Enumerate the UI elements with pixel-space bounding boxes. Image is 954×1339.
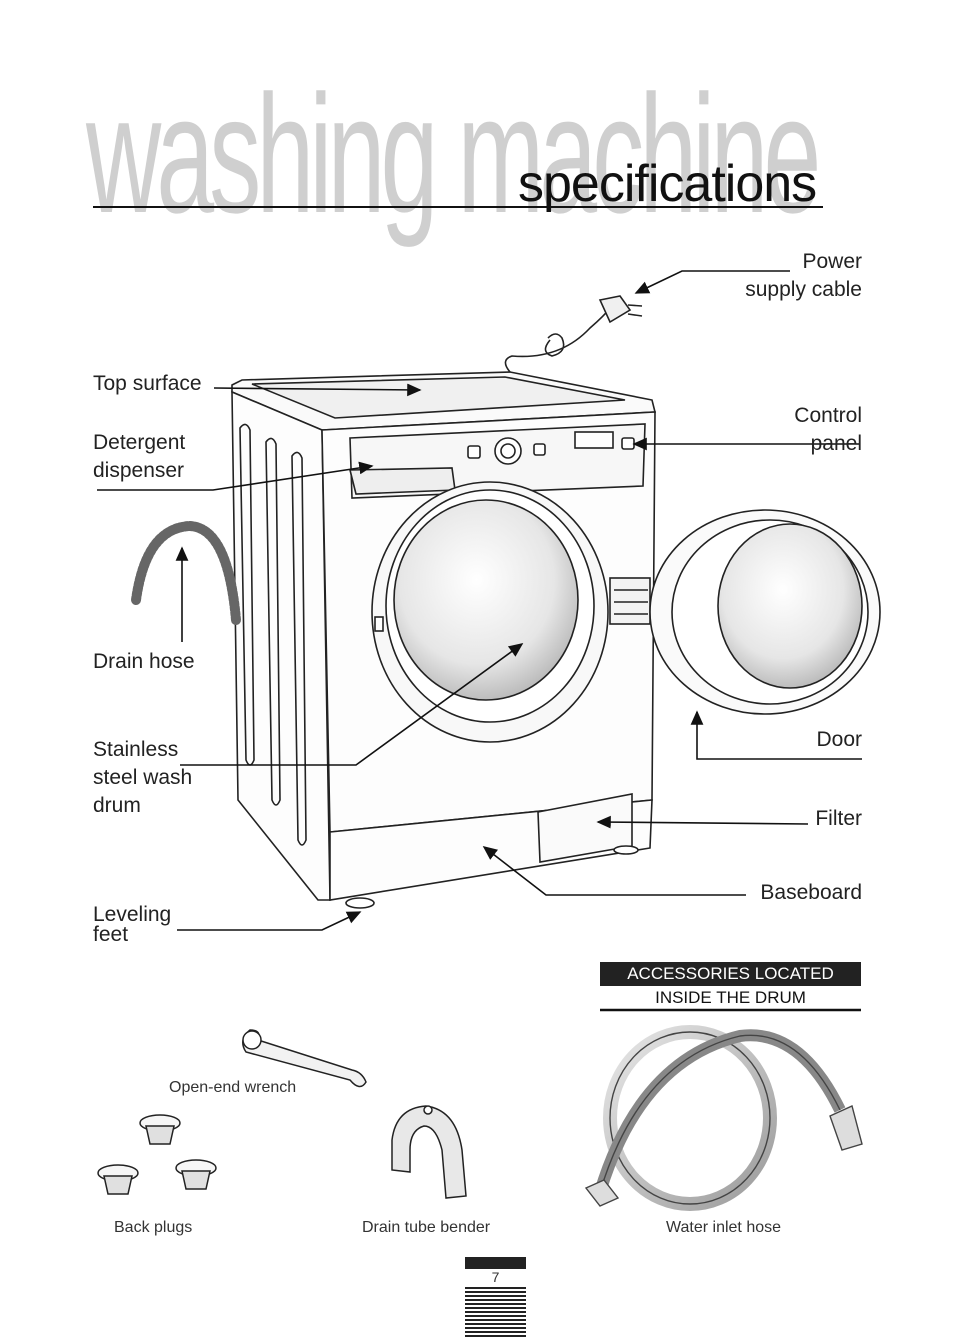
label-door: Door — [816, 728, 862, 751]
page-title: specifications — [518, 155, 817, 213]
power-cable — [504, 295, 643, 373]
label-detergent-dispenser: Detergent dispenser — [93, 431, 186, 482]
label-drain-hose: Drain hose — [93, 650, 195, 673]
label-wash-drum: Stainless steel wash drum — [93, 738, 193, 817]
open-end-wrench-drawing — [242, 1029, 367, 1088]
water-inlet-hose-drawing — [584, 1025, 863, 1211]
page-number: 7 — [491, 1269, 500, 1285]
label-leveling-feet: Leveling feet — [93, 903, 172, 946]
label-control-panel: Control panel — [794, 404, 862, 455]
page-stripes — [465, 1287, 526, 1339]
drain-tube-bender-drawing — [391, 1105, 467, 1199]
caption-back-plugs: Back plugs — [114, 1219, 193, 1236]
accessories-subheading: INSIDE THE DRUM — [655, 988, 806, 1007]
title-rule — [93, 206, 823, 208]
label-power-supply-cable: Power supply cable — [745, 250, 862, 301]
label-filter: Filter — [815, 807, 862, 830]
label-baseboard: Baseboard — [760, 881, 862, 904]
label-top-surface: Top surface — [93, 372, 202, 395]
caption-open-end-wrench: Open-end wrench — [169, 1079, 297, 1096]
title-background-word: washing machine — [86, 60, 821, 248]
page-number-bar — [465, 1257, 526, 1269]
accessories-heading: ACCESSORIES LOCATED — [600, 962, 861, 986]
back-plugs-drawing — [97, 1114, 217, 1195]
caption-drain-tube-bender: Drain tube bender — [362, 1219, 491, 1236]
drain-hose — [131, 520, 241, 625]
callout-lines — [97, 270, 862, 931]
caption-water-inlet-hose: Water inlet hose — [666, 1219, 782, 1236]
machine-body — [231, 371, 881, 909]
